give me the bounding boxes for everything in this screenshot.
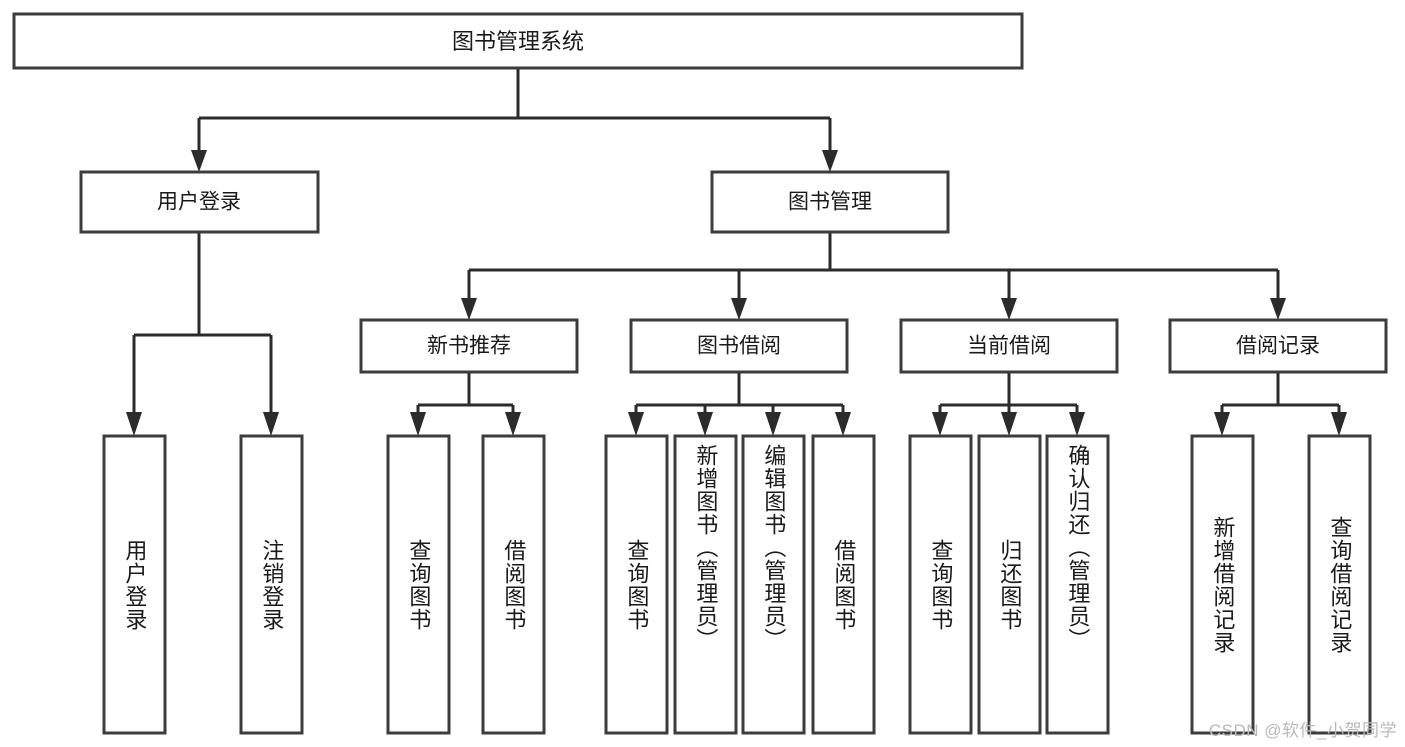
arrow-to-leaf-add-borrow-record	[1214, 412, 1230, 436]
arrow-to-leaf-edit-book-admin	[765, 412, 781, 436]
node-leaf-logout-login-box[interactable]	[239, 434, 304, 735]
node-leaf-query-book-3-box[interactable]	[908, 434, 973, 735]
arrow-to-leaf-query-borrow-record	[1331, 412, 1347, 436]
arrow-to-leaf-query-book-2	[628, 412, 644, 436]
arrow-to-user-login	[191, 150, 207, 172]
arrow-to-book-borrow	[731, 298, 747, 320]
node-book-management-box[interactable]	[710, 170, 950, 234]
node-book-borrow-label: 图书借阅	[697, 335, 781, 358]
node-new-book-recommend-label: 新书推荐	[427, 335, 511, 358]
arrow-to-leaf-confirm-return-admin	[1069, 412, 1085, 436]
arrow-to-leaf-return-book	[1001, 412, 1017, 436]
arrow-to-leaf-query-book-3	[932, 412, 948, 436]
node-book-management[interactable]: 图书管理	[710, 170, 950, 234]
node-book-borrow-box[interactable]	[629, 318, 849, 374]
node-root-box[interactable]	[12, 12, 1024, 70]
edge-layer	[126, 68, 1347, 436]
arrow-to-leaf-borrow-book-1	[505, 412, 521, 436]
node-root[interactable]: 图书管理系统	[12, 12, 1024, 70]
arrow-to-current-borrow	[1001, 298, 1017, 320]
csdn-watermark: CSDN @软件_小贺同学	[1208, 721, 1397, 740]
arrow-to-new-book-recommend	[461, 298, 477, 320]
arrow-to-leaf-logout-login	[263, 412, 279, 436]
node-leaf-return-book-box[interactable]	[977, 434, 1042, 735]
node-book-management-label: 图书管理	[788, 191, 872, 214]
node-current-borrow-label: 当前借阅	[967, 335, 1051, 358]
node-leaf-edit-book-admin-box[interactable]	[741, 434, 806, 735]
node-borrow-record[interactable]: 借阅记录	[1168, 318, 1388, 374]
node-new-book-recommend[interactable]: 新书推荐	[359, 318, 579, 374]
node-layer: 图书管理系统 用户登录 图书管理 新书推荐 图书借阅 当前	[12, 12, 1388, 735]
node-leaf-borrow-book-2-box[interactable]	[811, 434, 876, 735]
node-root-label: 图书管理系统	[452, 29, 584, 54]
arrow-to-borrow-record	[1270, 298, 1286, 320]
node-leaf-borrow-book-1-box[interactable]	[481, 434, 546, 735]
node-borrow-record-label: 借阅记录	[1236, 335, 1320, 358]
node-current-borrow-box[interactable]	[899, 318, 1119, 374]
node-leaf-add-book-admin-box[interactable]	[673, 434, 738, 735]
node-book-borrow[interactable]: 图书借阅	[629, 318, 849, 374]
node-new-book-recommend-box[interactable]	[359, 318, 579, 374]
node-current-borrow[interactable]: 当前借阅	[899, 318, 1119, 374]
arrow-to-book-management	[822, 150, 838, 172]
node-leaf-query-book-2-box[interactable]	[604, 434, 669, 735]
node-user-login-label: 用户登录	[157, 191, 241, 214]
node-leaf-user-login-box[interactable]	[102, 434, 167, 735]
node-user-login[interactable]: 用户登录	[79, 170, 320, 234]
arrow-to-leaf-add-book-admin	[697, 412, 713, 436]
node-leaf-query-borrow-record-box[interactable]	[1307, 434, 1372, 735]
arrow-to-leaf-query-book-1	[410, 412, 426, 436]
node-leaf-confirm-return-box[interactable]	[1045, 434, 1110, 735]
arrow-to-leaf-borrow-book-2	[835, 412, 851, 436]
node-user-login-box[interactable]	[79, 170, 320, 234]
node-borrow-record-box[interactable]	[1168, 318, 1388, 374]
arrow-to-leaf-user-login	[126, 412, 142, 436]
node-leaf-query-book-1-box[interactable]	[386, 434, 451, 735]
node-leaf-add-borrow-record-box[interactable]	[1190, 434, 1255, 735]
